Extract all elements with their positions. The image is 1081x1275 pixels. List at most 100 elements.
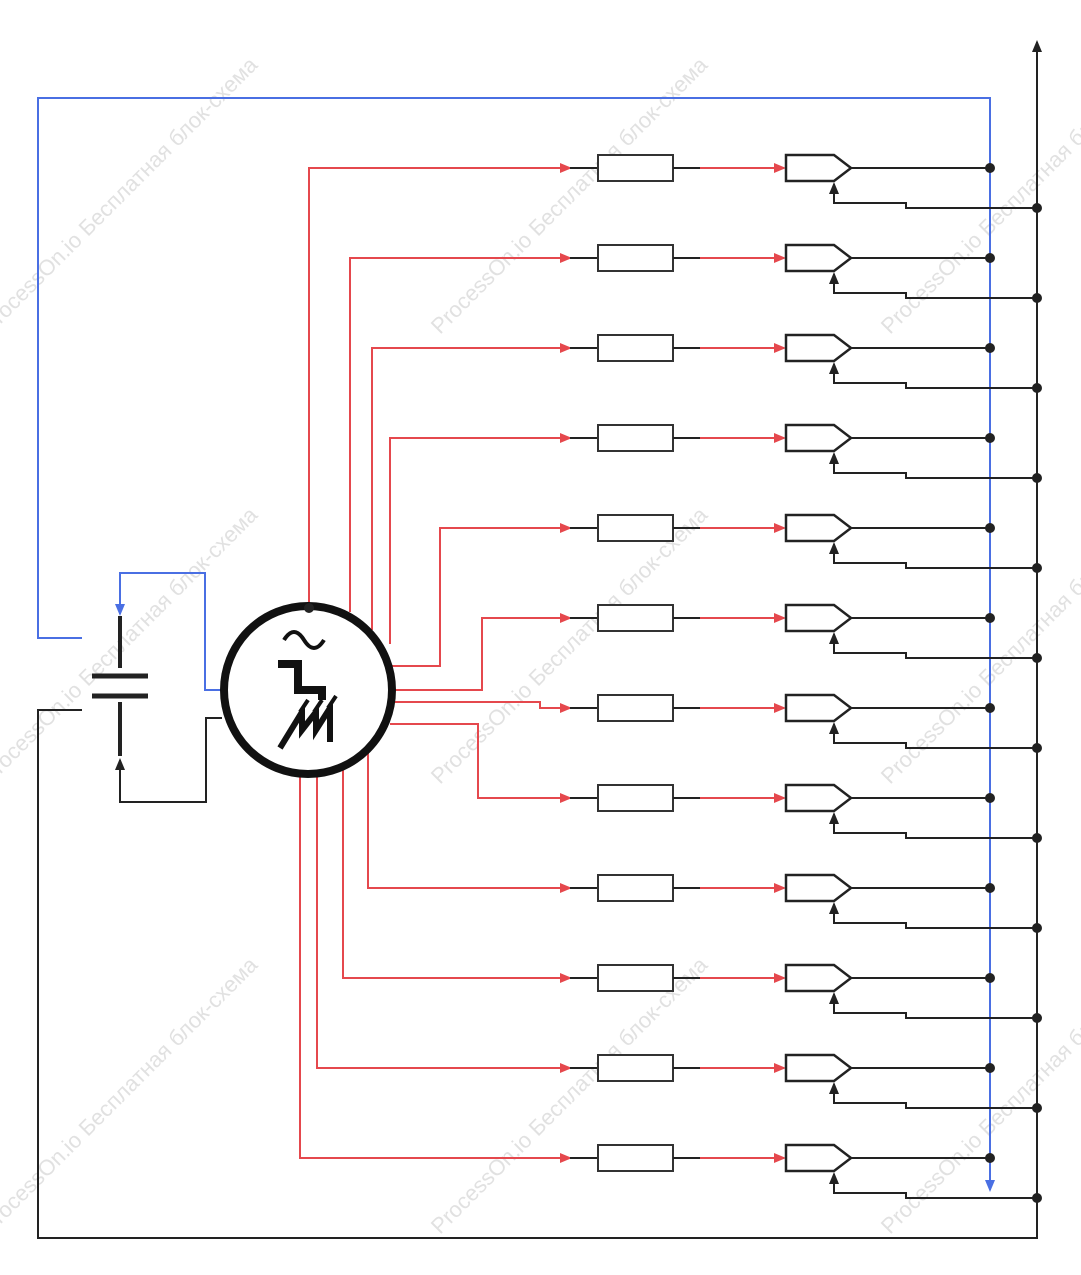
return-junction-dot	[1032, 653, 1042, 663]
branch-row	[570, 873, 1042, 933]
branch-row	[570, 963, 1042, 1023]
branch-row	[570, 603, 1042, 663]
return-junction-dot	[1032, 1103, 1042, 1113]
red-feed-line	[367, 752, 572, 893]
bus-junction-dot	[985, 883, 995, 893]
branch-rows	[570, 153, 1042, 1203]
battery-capacitor-icon	[92, 616, 148, 756]
watermark-text: ProcessOn.io Бесплатная блок-схема	[426, 952, 713, 1239]
branch-row	[570, 693, 1042, 753]
red-feed-line	[394, 613, 572, 691]
return-junction-dot	[1032, 833, 1042, 843]
return-junction-dot	[1032, 743, 1042, 753]
blue-feedback-lines	[37, 97, 995, 1192]
resistor-block-icon	[597, 964, 674, 992]
branch-row	[570, 333, 1042, 393]
feedback-line	[829, 992, 1037, 1019]
feedback-line	[829, 902, 1037, 929]
pentagon-connector-icon	[784, 603, 854, 633]
feedback-line	[829, 362, 1037, 389]
bus-junction-dot	[985, 703, 995, 713]
watermark-text: ProcessOn.io Бесплатная блок-схема	[426, 52, 713, 339]
resistor-block-icon	[597, 1144, 674, 1172]
ac-dc-converter-icon	[220, 602, 396, 778]
resistor-block-icon	[597, 1054, 674, 1082]
return-junction-dot	[1032, 1193, 1042, 1203]
branch-row	[570, 153, 1042, 213]
return-junction-dot	[1032, 563, 1042, 573]
red-feed-line	[390, 723, 572, 803]
branch-row	[570, 783, 1042, 843]
watermark-text: ProcessOn.io Бесплатная блок-схема	[0, 952, 263, 1239]
feedback-line	[829, 812, 1037, 839]
pentagon-connector-icon	[784, 783, 854, 813]
bus-junction-dot	[985, 793, 995, 803]
bus-junction-dot	[985, 253, 995, 263]
watermark-text: ProcessOn.io Бесплатная блок-схема	[426, 502, 713, 789]
bus-junction-dot	[985, 613, 995, 623]
feedback-line	[829, 722, 1037, 749]
feedback-line	[829, 452, 1037, 479]
pentagon-connector-icon	[784, 513, 854, 543]
red-feed-line	[342, 762, 572, 983]
branch-row	[570, 513, 1042, 573]
pentagon-connector-icon	[784, 963, 854, 993]
feedback-line	[829, 1172, 1037, 1199]
bus-junction-dot	[985, 1153, 995, 1163]
feedback-line	[829, 182, 1037, 209]
branch-row	[570, 1053, 1042, 1113]
bus-junction-dot	[985, 973, 995, 983]
pentagon-connector-icon	[784, 1053, 854, 1083]
pentagon-connector-icon	[784, 243, 854, 273]
pentagon-connector-icon	[784, 1143, 854, 1173]
resistor-block-icon	[597, 874, 674, 902]
branch-row	[570, 243, 1042, 303]
resistor-block-icon	[597, 694, 674, 722]
resistor-block-icon	[597, 514, 674, 542]
return-junction-dot	[1032, 203, 1042, 213]
branch-row	[570, 423, 1042, 483]
blue-outer-loop	[37, 97, 995, 1192]
pentagon-connector-icon	[784, 423, 854, 453]
bus-junction-dot	[985, 163, 995, 173]
red-feed-line	[371, 343, 572, 630]
black-inner-return	[115, 717, 222, 803]
red-feed-line	[389, 433, 572, 644]
pentagon-connector-icon	[784, 693, 854, 723]
branch-row	[570, 1143, 1042, 1203]
bus-junction-dot	[985, 1063, 995, 1073]
pentagon-connector-icon	[784, 333, 854, 363]
resistor-block-icon	[597, 604, 674, 632]
blue-inner-loop	[115, 572, 222, 691]
pentagon-connector-icon	[784, 153, 854, 183]
resistor-block-icon	[597, 154, 674, 182]
bus-junction-dot	[985, 523, 995, 533]
return-junction-dot	[1032, 293, 1042, 303]
bus-junction-dot	[985, 433, 995, 443]
feedback-line	[829, 1082, 1037, 1109]
red-feed-line	[299, 774, 572, 1163]
red-feed-line	[349, 253, 572, 612]
red-feed-lines	[299, 163, 572, 1163]
feedback-line	[829, 632, 1037, 659]
return-junction-dot	[1032, 383, 1042, 393]
resistor-block-icon	[597, 424, 674, 452]
pentagon-connector-icon	[784, 873, 854, 903]
resistor-block-icon	[597, 244, 674, 272]
motor-top-node	[304, 603, 314, 613]
resistor-block-icon	[597, 784, 674, 812]
red-feed-line	[394, 701, 572, 713]
red-feed-line	[316, 770, 572, 1073]
red-feed-line	[308, 163, 572, 608]
watermark-text: ProcessOn.io Бесплатная блок-схема	[0, 52, 263, 339]
return-junction-dot	[1032, 1013, 1042, 1023]
bus-junction-dot	[985, 343, 995, 353]
feedback-line	[829, 542, 1037, 569]
return-junction-dot	[1032, 923, 1042, 933]
watermark-text: ProcessOn.io Бесплатная блок-схема	[0, 502, 263, 789]
resistor-block-icon	[597, 334, 674, 362]
red-feed-line	[392, 523, 572, 667]
return-junction-dot	[1032, 473, 1042, 483]
